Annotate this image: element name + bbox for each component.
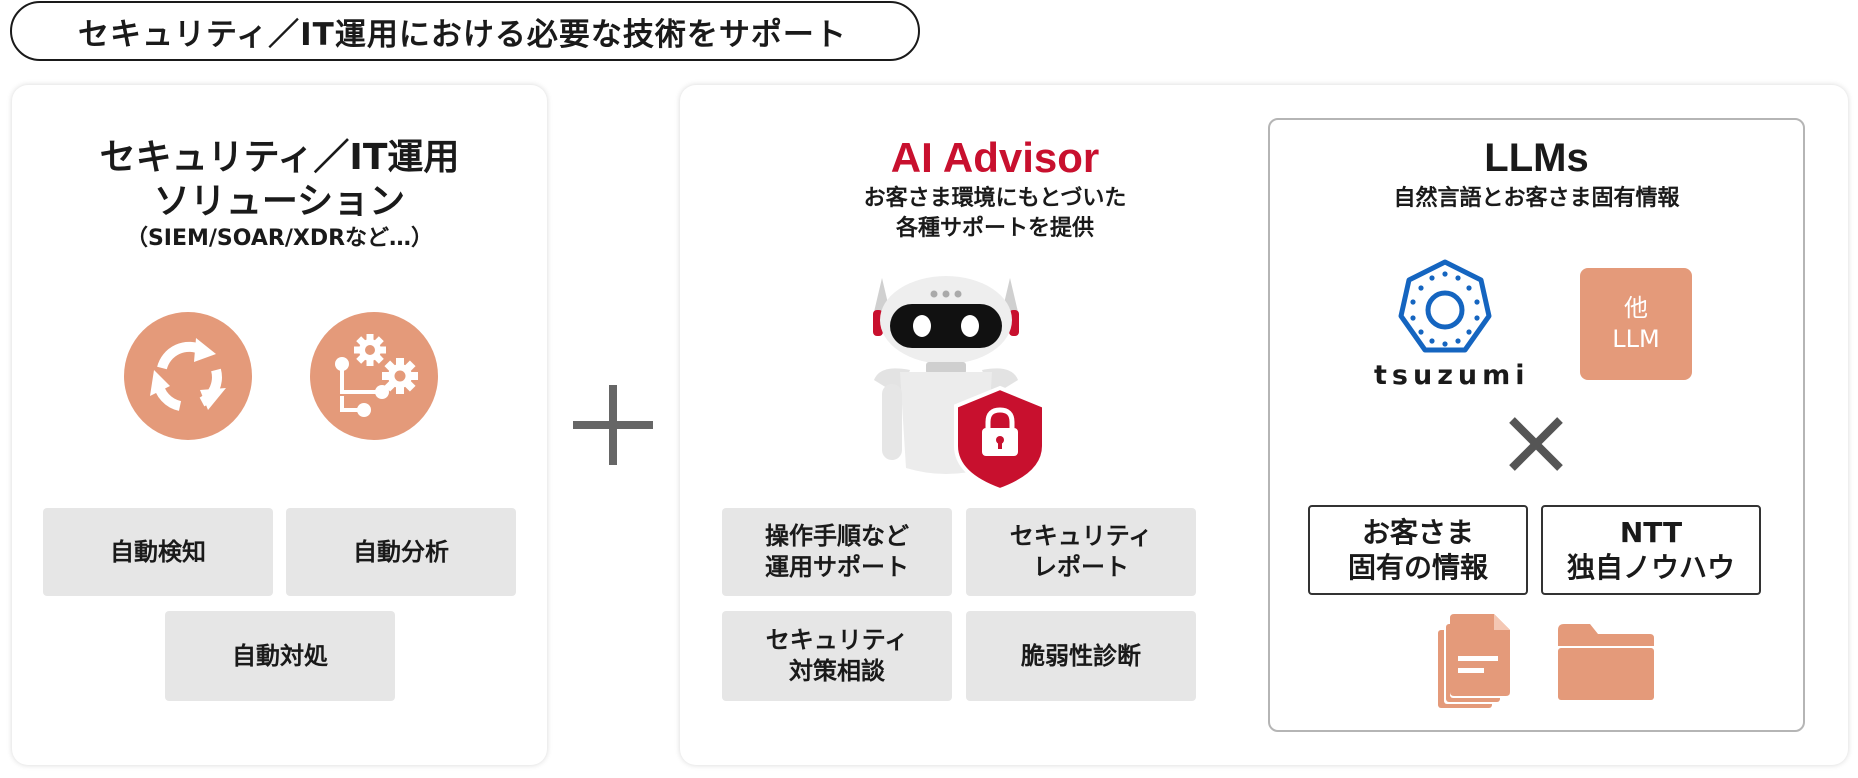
llms-subtitle: 自然言語とお客さま固有情報: [1393, 186, 1680, 211]
llms-box: [1268, 118, 1805, 732]
cycle-arrows-icon: [124, 312, 252, 440]
security-report-line1: セキュリティ: [1009, 522, 1153, 550]
solution-title-line2: ソリューション: [153, 181, 406, 222]
customer-info-line1: お客さま: [1361, 516, 1474, 549]
plus-icon: [573, 385, 653, 465]
ai-advisor-subtitle-line2: 各種サポートを提供: [895, 216, 1094, 241]
ai-advisor-title: AI Advisor: [890, 134, 1100, 181]
solution-subtitle: （SIEM/SOAR/XDRなど…）: [125, 226, 434, 251]
ntt-knowhow-line1: NTT: [1619, 516, 1683, 549]
folder-icon: [1556, 622, 1656, 702]
security-consult-line2: 対策相談: [789, 657, 885, 685]
ai-advisor-subtitle: お客さま環境にもとづいた 各種サポートを提供: [760, 184, 1230, 244]
auto-detect-tile: 自動検知: [43, 508, 273, 596]
ops-support-tile: 操作手順など運用サポート: [722, 508, 952, 596]
vuln-diagnosis-tile: 脆弱性診断: [966, 611, 1196, 701]
auto-analyze-tile: 自動分析: [286, 508, 516, 596]
security-consult-tile: セキュリティ対策相談: [722, 611, 952, 701]
ops-support-line1: 操作手順など: [765, 522, 909, 550]
header-title: セキュリティ／IT運用における必要な技術をサポート: [78, 16, 847, 53]
cross-icon: [1508, 416, 1564, 472]
other-llm-line2: LLM: [1612, 325, 1660, 353]
solution-title: セキュリティ／IT運用 ソリューション: [12, 136, 547, 224]
customer-info-tile: お客さま固有の情報: [1308, 505, 1528, 595]
gears-workflow-icon: [310, 312, 438, 440]
security-consult-line1: セキュリティ: [765, 626, 909, 654]
tsuzumi-label: tsuzumi: [1374, 360, 1530, 391]
robot-icon: [860, 268, 1060, 498]
ops-support-line2: 運用サポート: [765, 553, 909, 581]
tsuzumi-logo-icon: [1397, 258, 1493, 358]
documents-icon: [1436, 612, 1516, 712]
llms-title: LLMs: [1484, 136, 1589, 180]
customer-info-line2: 固有の情報: [1347, 551, 1488, 584]
header-banner: セキュリティ／IT運用における必要な技術をサポート: [10, 1, 920, 61]
security-report-line2: レポート: [1033, 553, 1129, 581]
other-llm-line1: 他: [1623, 294, 1648, 322]
ntt-knowhow-line2: 独自ノウハウ: [1566, 551, 1735, 584]
ai-advisor-subtitle-line1: お客さま環境にもとづいた: [863, 186, 1127, 211]
solution-title-line1: セキュリティ／IT運用: [99, 137, 460, 178]
security-report-tile: セキュリティレポート: [966, 508, 1196, 596]
auto-respond-tile: 自動対処: [165, 611, 395, 701]
other-llm-box: 他 LLM: [1580, 268, 1692, 380]
